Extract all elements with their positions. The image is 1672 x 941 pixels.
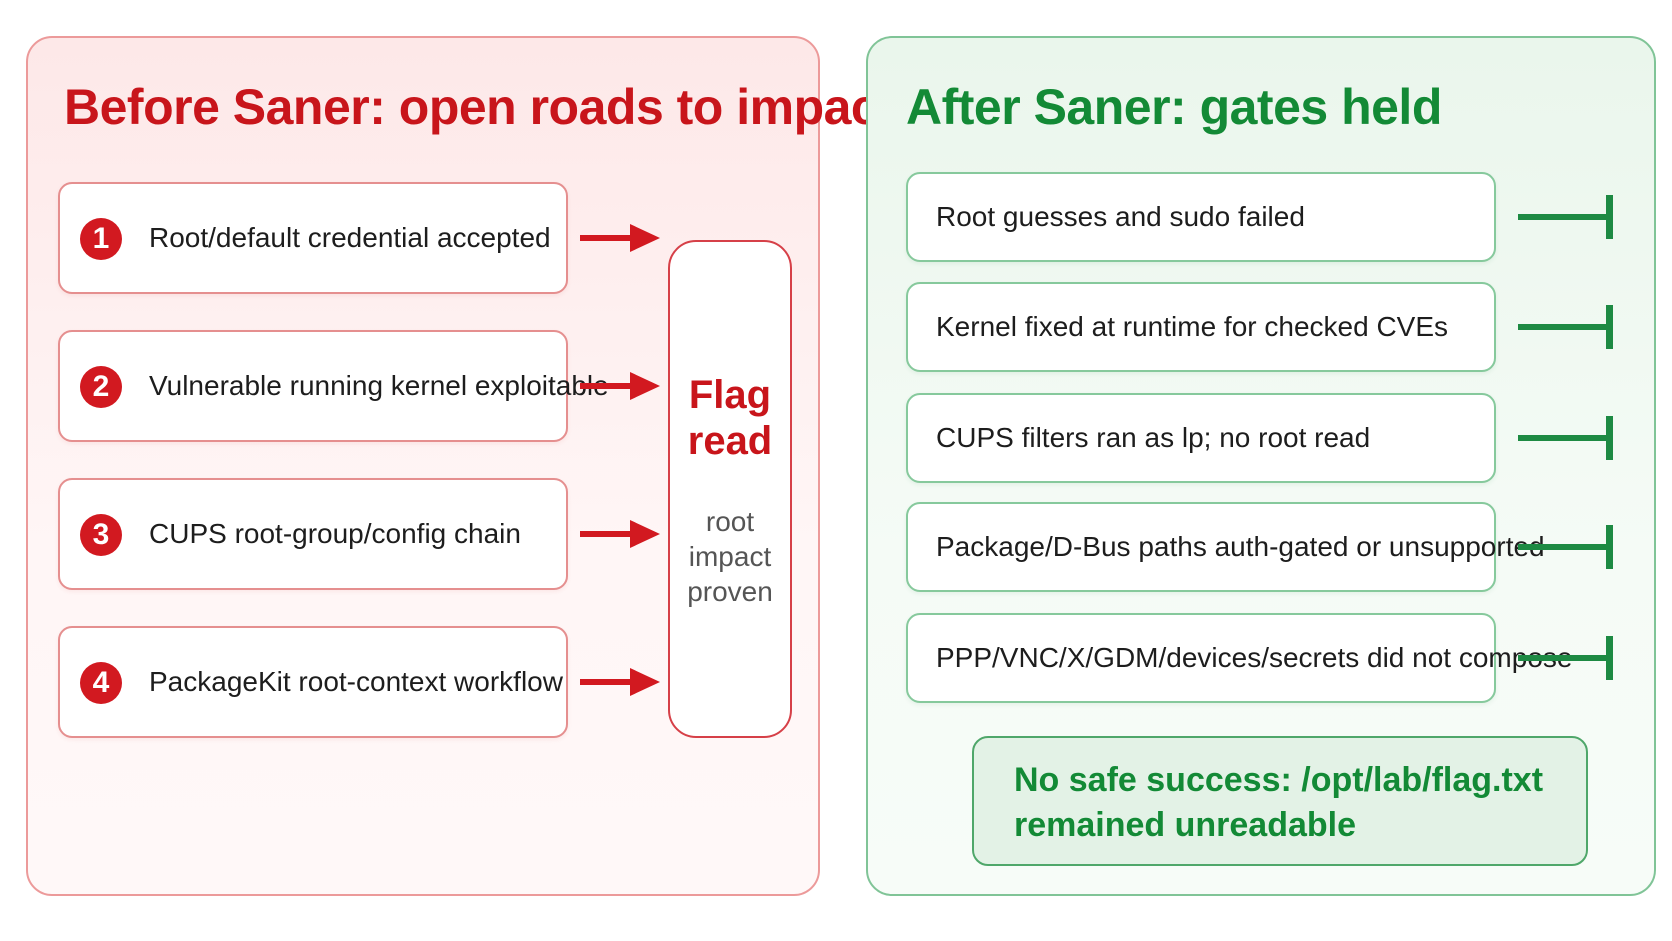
attack-step-4: 4 PackageKit root-context workflow bbox=[58, 626, 568, 738]
attack-step-3: 3 CUPS root-group/config chain bbox=[58, 478, 568, 590]
gate-label: Package/D-Bus paths auth-gated or unsupp… bbox=[936, 531, 1545, 562]
gate-2: Kernel fixed at runtime for checked CVEs bbox=[906, 282, 1496, 372]
step-label: CUPS root-group/config chain bbox=[149, 518, 521, 549]
step-number-badge: 3 bbox=[80, 514, 122, 556]
step-label: Root/default credential accepted bbox=[149, 222, 551, 253]
gate-label: Kernel fixed at runtime for checked CVEs bbox=[936, 311, 1449, 342]
blocked-gate-icon bbox=[1518, 195, 1613, 239]
result-text: No safe success: /opt/lab/flag.txt remai… bbox=[1014, 761, 1544, 844]
right-arrow-icon bbox=[580, 668, 660, 696]
gate-label: Root guesses and sudo failed bbox=[936, 201, 1305, 232]
before-title: Before Saner: open roads to impact bbox=[64, 79, 895, 135]
flag-read-target: Flag read root impact proven bbox=[668, 240, 792, 738]
right-arrow-icon bbox=[580, 372, 660, 400]
right-arrow-icon bbox=[580, 224, 660, 252]
step-number-badge: 2 bbox=[80, 366, 122, 408]
attack-step-2: 2 Vulnerable running kernel exploitable bbox=[58, 330, 609, 442]
target-title: Flag read bbox=[687, 373, 773, 463]
step-label: Vulnerable running kernel exploitable bbox=[149, 370, 609, 401]
blocked-gate-icon bbox=[1518, 525, 1613, 569]
after-title: After Saner: gates held bbox=[906, 79, 1442, 135]
gate-3: CUPS filters ran as lp; no root read bbox=[906, 393, 1496, 483]
blocked-gate-icon bbox=[1518, 305, 1613, 349]
gate-1: Root guesses and sudo failed bbox=[906, 172, 1496, 262]
result-box: No safe success: /opt/lab/flag.txt remai… bbox=[972, 736, 1588, 866]
gate-4: Package/D-Bus paths auth-gated or unsupp… bbox=[906, 502, 1545, 592]
gate-5: PPP/VNC/X/GDM/devices/secrets did not co… bbox=[906, 613, 1572, 703]
step-number-badge: 4 bbox=[80, 662, 122, 704]
gate-label: PPP/VNC/X/GDM/devices/secrets did not co… bbox=[936, 642, 1573, 673]
blocked-gate-icon bbox=[1518, 636, 1613, 680]
step-number-badge: 1 bbox=[80, 218, 122, 260]
right-arrow-icon bbox=[580, 520, 660, 548]
step-label: PackageKit root-context workflow bbox=[149, 666, 563, 697]
gate-label: CUPS filters ran as lp; no root read bbox=[936, 422, 1371, 453]
attack-step-1: 1 Root/default credential accepted bbox=[58, 182, 568, 294]
target-subtitle: root impact proven bbox=[687, 506, 773, 607]
blocked-gate-icon bbox=[1518, 416, 1613, 460]
